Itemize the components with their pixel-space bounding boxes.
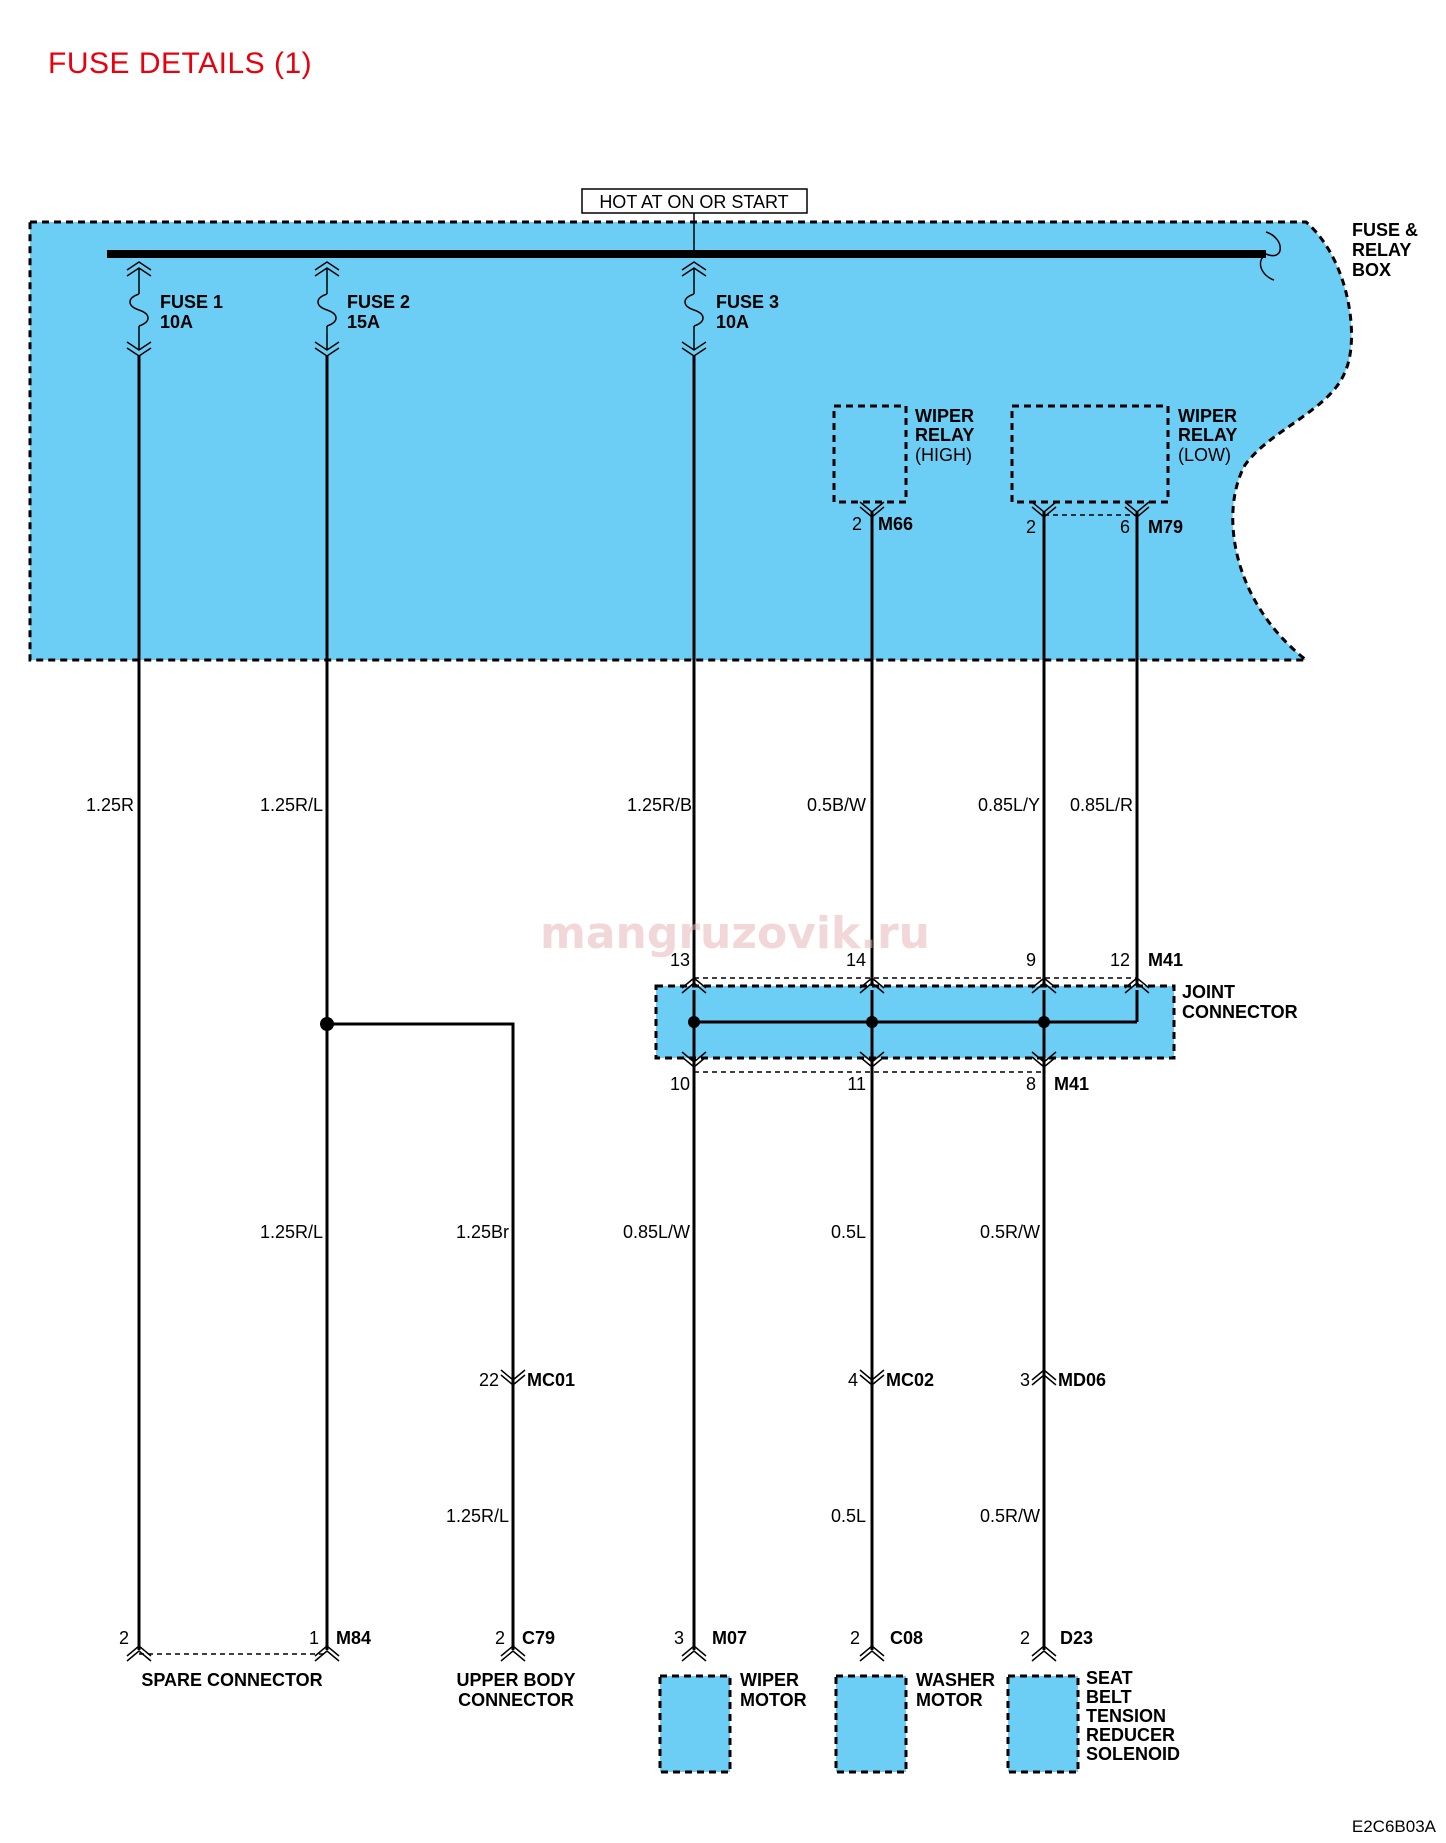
splice-dot-3 [1038,1016,1050,1028]
wire-label-8: 1.25Br [456,1222,509,1242]
joint-top-pin-12: 12 [1110,950,1130,970]
washer-motor-code: C08 [890,1628,923,1648]
wire-label-12: 1.25R/L [446,1506,509,1526]
relay-low-pin-b: 6 [1120,517,1130,537]
wiper-motor-box [660,1676,730,1772]
relay-high-connector: M66 [878,514,913,534]
wiper-motor-label-2: MOTOR [740,1690,807,1710]
joint-top-connector: M41 [1148,950,1183,970]
fuse-3-rating: 10A [716,312,749,332]
fuse-2-rating: 15A [347,312,380,332]
spare-connector-label: SPARE CONNECTOR [141,1670,322,1690]
wiper-motor-label-1: WIPER [740,1670,799,1690]
fuse-1-name: FUSE 1 [160,292,223,312]
wire-branch-upper-body [327,1022,515,1650]
fuse-relay-box [30,222,1352,660]
hot-label-box [581,188,808,214]
fuse-box-label-1: FUSE & [1352,220,1418,240]
upper-body-pin: 2 [495,1628,505,1648]
spare-connector-code: M84 [336,1628,371,1648]
hot-label: HOT AT ON OR START [599,192,788,212]
inline-mc02-name: MC02 [886,1370,934,1390]
relay-high-line2: RELAY [915,425,974,445]
page-title: FUSE DETAILS (1) [48,47,312,80]
wire-label-13: 0.5L [831,1506,866,1526]
spare-pin-right: 1 [309,1628,319,1648]
fuse-box-label-2: RELAY [1352,240,1411,260]
inline-md06-name: MD06 [1058,1370,1106,1390]
joint-bottom-pin-11: 11 [847,1074,866,1094]
joint-label-1: JOINT [1182,982,1235,1002]
wire-label-5: 0.85L/Y [978,795,1040,815]
splice-dot-2 [866,1016,878,1028]
inline-mc01-pin: 22 [479,1370,499,1390]
fuse-box-label-3: BOX [1352,260,1391,280]
joint-bottom-connector: M41 [1054,1074,1089,1094]
spare-pin-left: 2 [119,1628,129,1648]
inline-mc01-name: MC01 [527,1370,575,1390]
wire-label-7: 1.25R/L [260,1222,323,1242]
wiper-motor-pin: 3 [674,1628,684,1648]
joint-label-2: CONNECTOR [1182,1002,1298,1022]
washer-motor-label-2: MOTOR [916,1690,983,1710]
fuse-3: FUSE 3 10A [681,261,779,990]
joint-top-pin-13: 13 [670,950,690,970]
upper-body-label-2: CONNECTOR [458,1690,574,1710]
fuse-3-name: FUSE 3 [716,292,779,312]
relay-low-line3: (LOW) [1178,445,1231,465]
upper-body-label-1: UPPER BODY [456,1670,575,1690]
relay-high-line3: (HIGH) [915,445,972,465]
fuse-1-rating: 10A [160,312,193,332]
wiper-relay-high [832,404,908,504]
wire-label-9: 0.85L/W [623,1222,690,1242]
wire-label-2: 1.25R/L [260,795,323,815]
wire-label-1: 1.25R [86,795,134,815]
fuse-2-name: FUSE 2 [347,292,410,312]
washer-motor-label-1: WASHER [916,1670,995,1690]
relay-high-line1: WIPER [915,406,974,426]
wire-label-11: 0.5R/W [980,1222,1040,1242]
relay-high-pin: 2 [852,514,862,534]
seat-belt-code: D23 [1060,1628,1093,1648]
wiper-relay-low [1010,404,1170,504]
fuse-relay-box-border [28,220,1354,662]
wire-label-6: 0.85L/R [1070,795,1133,815]
fuse-1: FUSE 1 10A [126,261,223,1650]
seat-belt-label-1: SEAT [1086,1668,1133,1688]
seat-belt-pin: 2 [1020,1628,1030,1648]
relay-low-line1: WIPER [1178,406,1237,426]
figure-code: E2C6B03A [1352,1817,1437,1836]
joint-top-pin-14: 14 [846,950,866,970]
relay-low-line2: RELAY [1178,425,1237,445]
inline-mc02-pin: 4 [848,1370,858,1390]
fuse-2: FUSE 2 15A [314,261,410,1650]
wire-label-10: 0.5L [831,1222,866,1242]
joint-bottom-pin-8: 8 [1026,1074,1036,1094]
joint-top-pin-9: 9 [1026,950,1036,970]
joint-bottom-pin-10: 10 [670,1074,690,1094]
relay-low-pin-a: 2 [1026,517,1036,537]
seat-belt-box [1008,1676,1078,1772]
seat-belt-label-5: SOLENOID [1086,1744,1180,1764]
wire-label-4: 0.5B/W [807,795,866,815]
wire-label-3: 1.25R/B [627,795,692,815]
upper-body-code: C79 [522,1628,555,1648]
inline-md06-pin: 3 [1020,1370,1030,1390]
relay-low-connector: M79 [1148,517,1183,537]
washer-motor-pin: 2 [850,1628,860,1648]
seat-belt-label-4: REDUCER [1086,1725,1175,1745]
joint-connector-border [654,984,1176,1060]
watermark: mangruzovik.ru [540,908,930,959]
splice-dot-1 [688,1016,700,1028]
wiper-motor-code: M07 [712,1628,747,1648]
seat-belt-label-2: BELT [1086,1687,1132,1707]
wire-label-14: 0.5R/W [980,1506,1040,1526]
washer-motor-box [836,1676,906,1772]
bus-terminal-mark [1259,231,1281,281]
seat-belt-label-3: TENSION [1086,1706,1166,1726]
